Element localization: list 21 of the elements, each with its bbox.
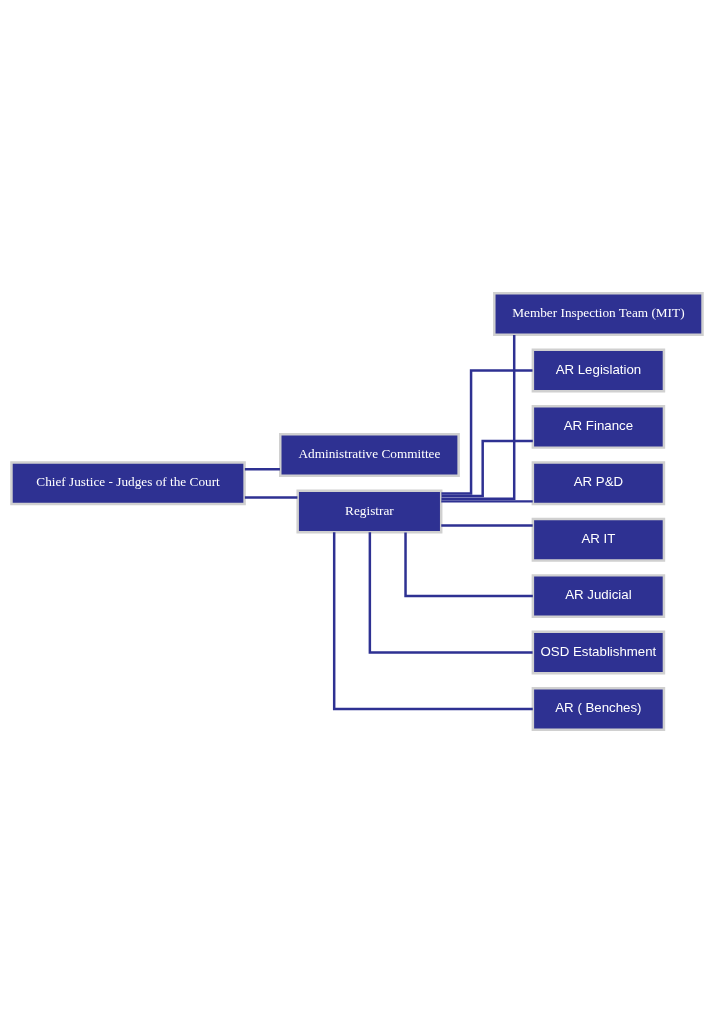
connector xyxy=(368,532,533,654)
node-box: AR Legislation xyxy=(531,348,666,393)
node-box: Member Inspection Team (MIT) xyxy=(493,292,704,337)
connector xyxy=(441,369,533,495)
node-box: OSD Establishment xyxy=(531,630,666,675)
node-box: AR P&D xyxy=(531,461,666,506)
connector xyxy=(441,439,533,498)
node-box: Registrar xyxy=(296,489,443,534)
node-box: AR Finance xyxy=(531,404,666,449)
node-box: Administrative Committee xyxy=(279,433,460,478)
node-box: Chief Justice - Judges of the Court xyxy=(10,461,246,506)
connector xyxy=(404,532,533,598)
connector xyxy=(332,532,533,711)
connector xyxy=(441,500,533,503)
node-box: AR IT xyxy=(531,517,666,562)
connector xyxy=(441,334,516,500)
connector xyxy=(244,496,298,499)
connector xyxy=(441,524,533,527)
node-box: AR Judicial xyxy=(531,574,666,619)
node-box: AR ( Benches) xyxy=(531,686,666,731)
connector xyxy=(244,467,280,471)
